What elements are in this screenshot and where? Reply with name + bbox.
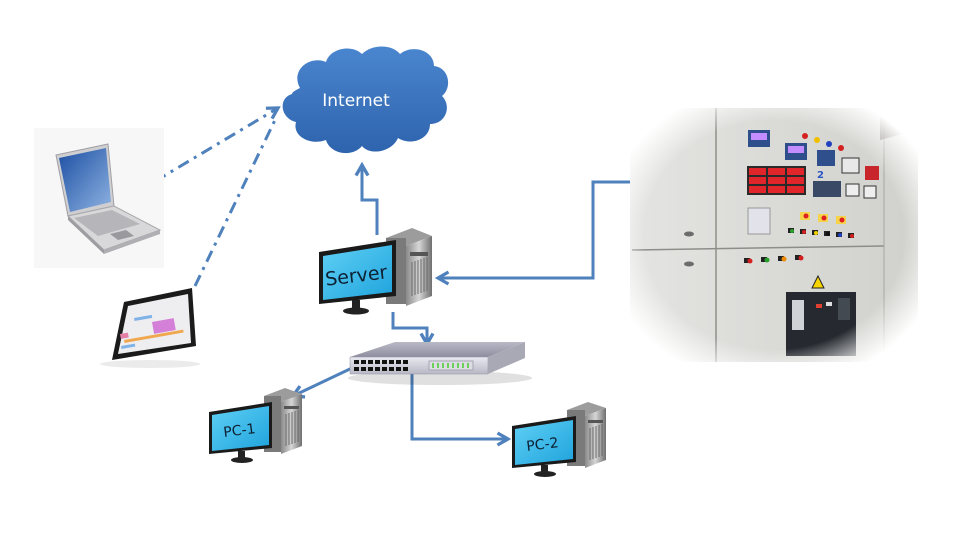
server-monitor-icon: Server [319, 240, 396, 315]
connection-switch-pc1 [293, 366, 353, 396]
connection-tablet-internet [193, 117, 278, 287]
connection-switch-pc2 [410, 374, 508, 439]
server-node: Server [319, 228, 432, 315]
pc1-tower-icon [264, 388, 302, 454]
pc2-label: PC-2 [526, 435, 560, 455]
laptop-icon [34, 128, 164, 268]
tablet-icon [100, 288, 200, 368]
internet-label: Internet [322, 91, 390, 111]
pc2-node: PC-2 [512, 402, 606, 477]
switch-leds [432, 363, 469, 368]
connection-server-internet [362, 165, 379, 235]
network-switch-icon [348, 342, 532, 385]
pc1-node: PC-1 [209, 388, 302, 463]
connection-server-switch [391, 312, 427, 344]
switch-ports [354, 360, 408, 371]
cloud-icon [282, 46, 449, 154]
internet-cloud: Internet [282, 46, 449, 154]
pc1-label: PC-1 [223, 421, 257, 441]
pc2-monitor-icon: PC-2 [512, 416, 576, 477]
pc1-monitor-icon: PC-1 [209, 402, 272, 463]
control-panel-image: 2 [630, 108, 918, 362]
